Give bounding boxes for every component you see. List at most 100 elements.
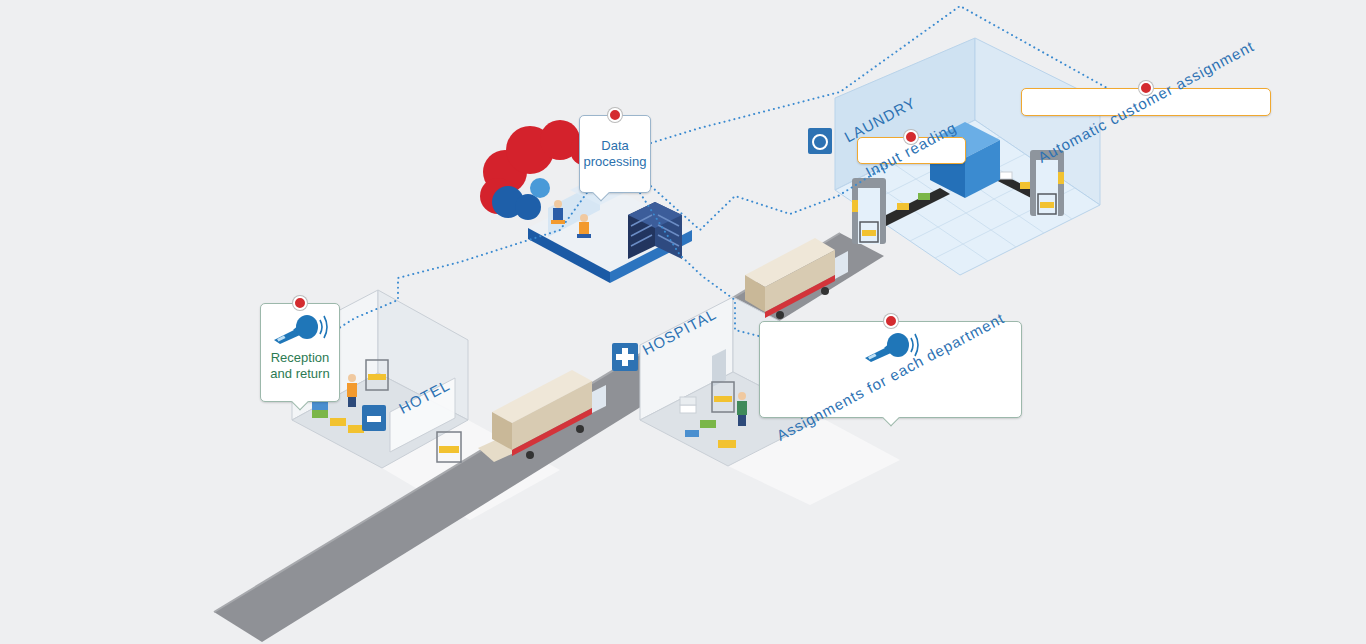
linen-cart xyxy=(712,382,734,412)
rfid-scanner-icon xyxy=(887,333,909,357)
server-rack xyxy=(628,202,682,259)
worker xyxy=(348,397,356,407)
data-link xyxy=(340,193,587,327)
truck xyxy=(821,287,829,295)
washer-sign xyxy=(808,128,832,154)
washer-sign xyxy=(808,128,832,154)
linen-cart xyxy=(366,360,388,390)
callout-text: Reception and return xyxy=(264,350,336,381)
linen-stack xyxy=(330,418,346,426)
worker xyxy=(348,374,356,382)
worker xyxy=(737,401,747,415)
callout-text: Data processing xyxy=(583,138,647,169)
callout-box: Assignments for each department xyxy=(759,321,1022,418)
worker xyxy=(737,392,747,426)
linen-cart xyxy=(862,230,876,236)
linen-stack xyxy=(700,420,716,428)
worker xyxy=(580,214,588,222)
callout-pointer xyxy=(882,410,899,427)
worker xyxy=(577,234,591,238)
building-label: HOTEL xyxy=(396,376,453,418)
rfid-gate xyxy=(1058,172,1064,184)
linen-stack xyxy=(680,405,696,413)
truck xyxy=(512,408,592,456)
worker xyxy=(347,383,357,397)
washer-sign xyxy=(813,135,827,149)
linen-stack xyxy=(680,397,736,448)
rfid-scanner-icon xyxy=(296,315,318,339)
linen-cart xyxy=(860,194,1056,242)
linen-cart xyxy=(712,382,734,412)
hotel-sign xyxy=(367,416,381,422)
linen-stack xyxy=(685,430,699,437)
truck xyxy=(745,238,848,319)
hospital-building xyxy=(640,297,733,420)
building-label: HOSPITAL xyxy=(640,305,720,359)
rfid-gate xyxy=(1036,160,1058,216)
cloud-blue xyxy=(530,178,550,198)
cab xyxy=(592,385,606,413)
linen-item xyxy=(897,203,909,210)
hospital-sign xyxy=(612,343,638,371)
hotel-sign xyxy=(362,405,386,431)
rfid-scanner-icon xyxy=(911,338,913,352)
linen-stack xyxy=(680,397,696,405)
hospital-sign xyxy=(612,343,638,371)
data-link xyxy=(651,6,1152,143)
truck xyxy=(776,311,784,319)
rfid-scanner-icon xyxy=(320,320,322,334)
linen-cart xyxy=(1038,194,1056,214)
rfid-gate xyxy=(852,178,886,244)
hotel-sign xyxy=(362,405,386,431)
callout-box: Automatic customer assignment xyxy=(1021,88,1271,116)
rfid-scanner-icon xyxy=(274,329,300,344)
rfid-badge xyxy=(608,108,622,122)
linen-cart xyxy=(366,360,388,390)
callout-text: Automatic customer assignment xyxy=(1035,37,1257,167)
cab xyxy=(835,251,848,279)
linen-stack xyxy=(312,402,364,433)
linen-cart xyxy=(368,374,386,380)
callout-pointer xyxy=(593,185,610,202)
worker xyxy=(551,200,591,238)
linen-cart xyxy=(714,396,732,402)
worker xyxy=(738,415,746,426)
linen-item xyxy=(918,193,930,200)
road xyxy=(214,233,840,612)
rfid-badge xyxy=(884,314,898,328)
truck xyxy=(526,451,534,459)
linen-cart xyxy=(437,432,461,462)
worker xyxy=(738,392,746,400)
callout-pointer xyxy=(292,394,309,411)
rfid-scanner-icon xyxy=(865,347,891,362)
linen-cart xyxy=(437,432,461,462)
linen-cart xyxy=(1040,202,1054,208)
callout-box: Data processing xyxy=(579,115,651,193)
rfid-gate xyxy=(858,188,880,244)
tunnel-washer xyxy=(965,140,1000,198)
data-link xyxy=(651,164,890,230)
linen-cart xyxy=(860,222,878,242)
callout-box: Input reading xyxy=(857,137,966,164)
server-rack xyxy=(631,215,679,246)
worker xyxy=(554,200,562,208)
rfid-scanner-icon xyxy=(324,316,327,338)
linen-cart xyxy=(439,446,459,453)
rfid-scanner-icon xyxy=(277,336,286,342)
worker xyxy=(553,208,563,220)
linen-stack xyxy=(718,440,736,448)
truck xyxy=(765,275,835,318)
truck xyxy=(478,370,606,462)
truck xyxy=(576,425,584,433)
cloud-blue xyxy=(515,194,541,220)
callout-box: Reception and return xyxy=(260,303,340,402)
worker xyxy=(551,220,565,224)
truck xyxy=(492,412,512,450)
linen-item xyxy=(1000,172,1012,179)
worker xyxy=(579,222,589,234)
rfid-scanner-icon xyxy=(270,310,330,346)
building: HOSPITALAssignments for each department xyxy=(636,288,846,473)
linen-stack xyxy=(312,402,328,410)
rfid-badge xyxy=(293,296,307,310)
